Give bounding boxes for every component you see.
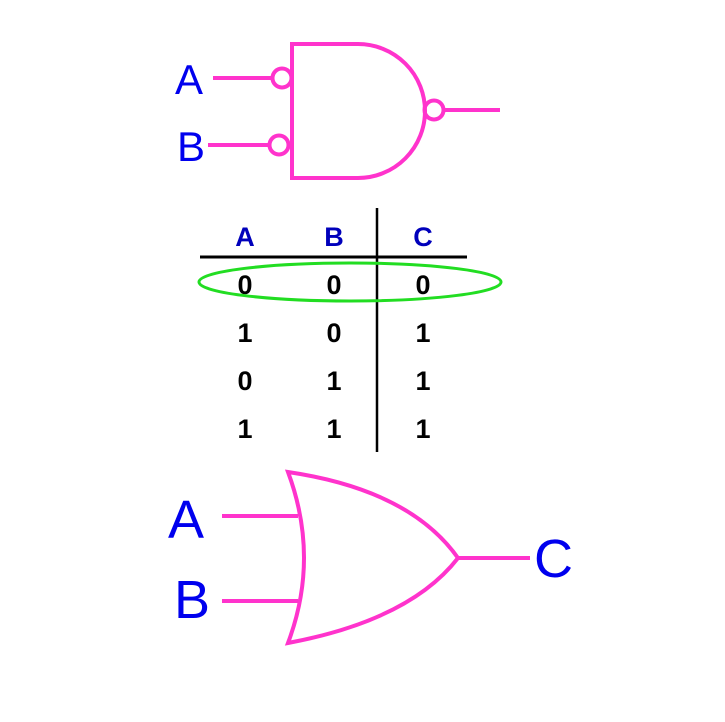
table-cell: 0 bbox=[326, 318, 341, 348]
input-b-inversion-bubble bbox=[267, 133, 291, 157]
nand-gate: A B bbox=[175, 42, 500, 180]
table-row: 1 1 1 bbox=[237, 414, 430, 444]
or-output-c-label: C bbox=[534, 529, 573, 589]
table-cell: 0 bbox=[326, 270, 341, 300]
nand-input-a-label: A bbox=[175, 56, 203, 103]
or-gate: A B C bbox=[168, 469, 573, 646]
or-gate-body bbox=[284, 469, 461, 646]
or-input-a-label: A bbox=[168, 490, 204, 550]
table-cell: 1 bbox=[326, 414, 341, 444]
table-cell: 1 bbox=[237, 414, 252, 444]
table-header-a: A bbox=[235, 222, 255, 252]
table-row: 1 0 1 bbox=[237, 318, 430, 348]
truth-table: A B C 0 0 0 1 0 1 0 1 1 1 1 1 bbox=[197, 208, 503, 452]
table-header-c: C bbox=[413, 222, 433, 252]
table-cell: 0 bbox=[237, 270, 252, 300]
nand-gate-body bbox=[290, 42, 427, 180]
table-header-b: B bbox=[324, 222, 344, 252]
nand-input-b-label: B bbox=[177, 123, 205, 170]
table-cell: 1 bbox=[415, 318, 430, 348]
table-cell: 0 bbox=[237, 366, 252, 396]
table-cell: 0 bbox=[415, 270, 430, 300]
highlight-ellipse bbox=[197, 261, 503, 303]
table-cell: 1 bbox=[237, 318, 252, 348]
table-row: 0 1 1 bbox=[237, 366, 430, 396]
table-row: 0 0 0 bbox=[237, 270, 430, 300]
output-inversion-bubble bbox=[422, 98, 446, 122]
or-input-b-label: B bbox=[174, 570, 210, 630]
table-cell: 1 bbox=[415, 366, 430, 396]
table-cell: 1 bbox=[326, 366, 341, 396]
input-a-inversion-bubble bbox=[270, 66, 294, 90]
table-cell: 1 bbox=[415, 414, 430, 444]
